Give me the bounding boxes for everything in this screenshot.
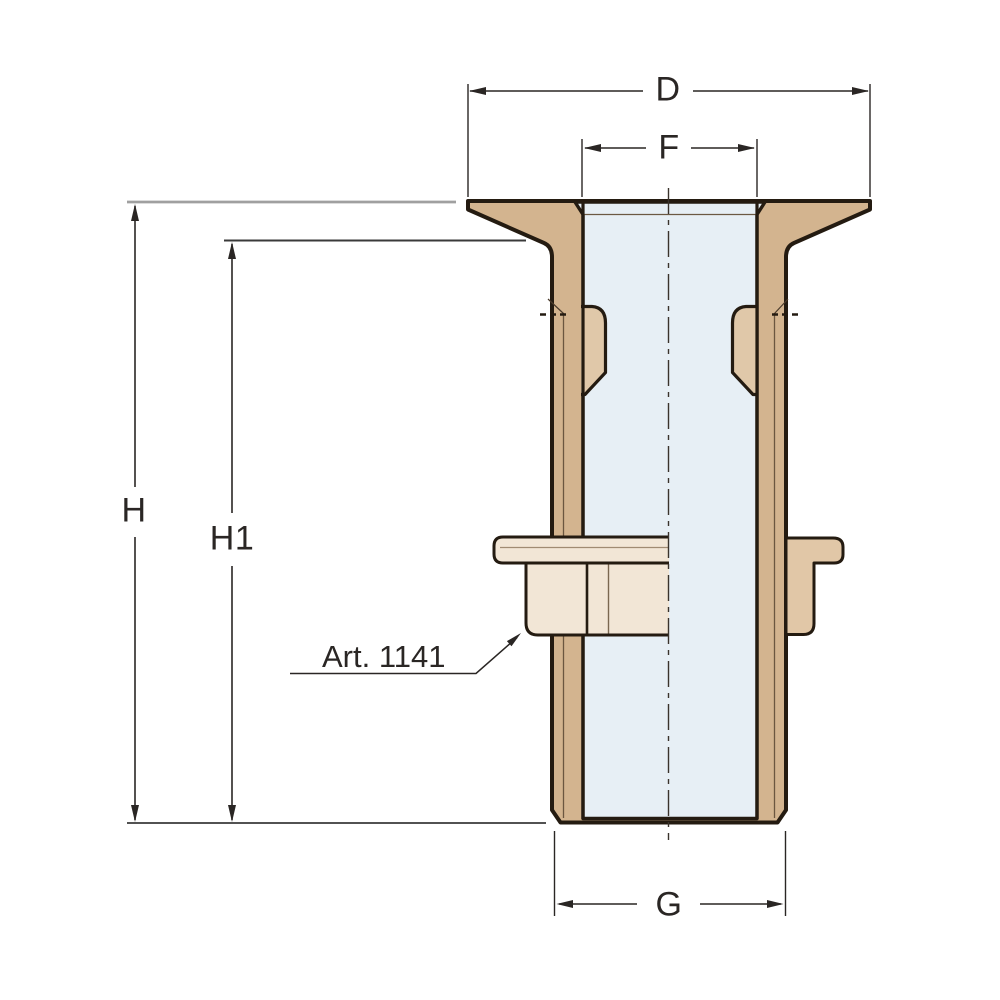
- left-locking-tab: [581, 304, 608, 397]
- arrow-g-left: [556, 900, 573, 908]
- arrow-g-right: [767, 900, 784, 908]
- arrow-h-bottom: [131, 805, 139, 822]
- arrow-h1-top: [228, 242, 236, 259]
- bore-interior: [573, 200, 767, 821]
- dim-label-d: D: [655, 70, 681, 109]
- dimension-arrowheads: [131, 87, 869, 908]
- arrow-f-left: [584, 144, 601, 152]
- dim-label-g: G: [655, 885, 683, 924]
- right-thread-chamfer: [773, 298, 789, 315]
- lock-nut-section-right: [784, 536, 845, 636]
- arrow-h1-bottom: [228, 805, 236, 822]
- arrow-d-left: [469, 87, 486, 95]
- extension-lines: [127, 84, 871, 916]
- washer-flange-left: [492, 535, 669, 565]
- arrow-d-right: [852, 87, 869, 95]
- lock-nut-left: [524, 561, 669, 637]
- dim-label-f: F: [658, 128, 680, 167]
- dim-label-h: H: [121, 491, 147, 530]
- arrow-f-right: [738, 144, 755, 152]
- dimension-lines: [134, 90, 868, 905]
- leader-arrowhead: [506, 633, 521, 647]
- article-label: Art. 1141: [322, 639, 446, 674]
- arrow-h-top: [131, 204, 139, 221]
- left-thread-chamfer: [547, 298, 565, 315]
- right-locking-tab: [730, 304, 757, 397]
- leader-line: [290, 636, 518, 675]
- dim-label-h1: H1: [209, 519, 255, 558]
- article-leader: [290, 633, 521, 675]
